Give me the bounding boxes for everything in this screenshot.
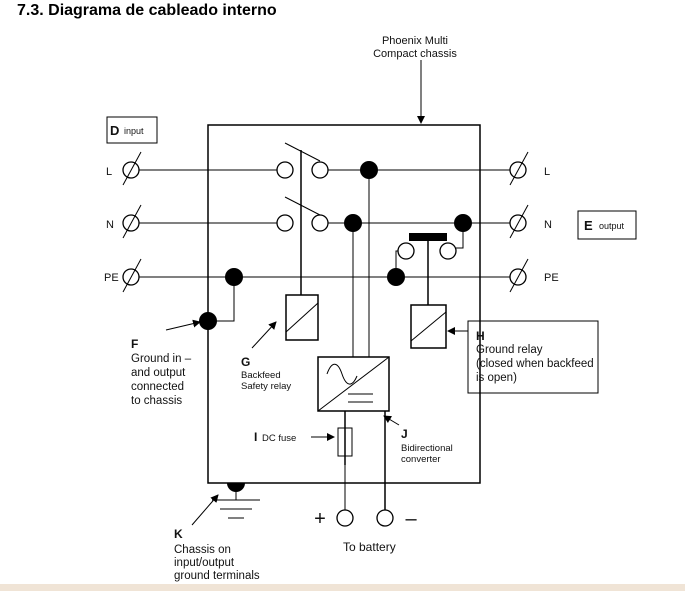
svg-text:Ground relay: Ground relay: [476, 344, 543, 356]
svg-text:G: G: [241, 355, 250, 369]
svg-text:ground terminals: ground terminals: [174, 570, 260, 582]
callout-f: F Ground in – and output connected to ch…: [131, 337, 192, 407]
svg-text:connected: connected: [131, 381, 184, 393]
svg-text:is open): is open): [476, 372, 517, 384]
input-box: D input: [106, 116, 158, 144]
chassis-label-1: Phoenix Multi: [382, 35, 448, 47]
svg-text:Backfeed: Backfeed: [241, 370, 281, 381]
label-pe-out: PE: [544, 272, 559, 284]
arrow-f: [165, 319, 201, 331]
svg-text:to chassis: to chassis: [131, 395, 182, 407]
label-n-out: N: [544, 219, 552, 231]
callout-j: J Bidirectional converter: [401, 427, 453, 465]
wires: [139, 142, 510, 510]
backfeed-relay-coil: [285, 294, 319, 341]
label-pe-in: PE: [104, 272, 119, 284]
svg-text:DC fuse: DC fuse: [262, 433, 296, 444]
svg-text:Chassis on: Chassis on: [174, 544, 231, 556]
bidirectional-converter: [317, 356, 390, 412]
output-letter: E: [584, 218, 593, 233]
input-terminals: [122, 151, 142, 293]
callout-g: G Backfeed Safety relay: [241, 355, 291, 392]
arrow-k: [191, 494, 219, 526]
output-terminals: [509, 151, 529, 293]
bottom-band: [0, 584, 685, 591]
output-box: E output: [577, 210, 637, 240]
label-l-in: L: [106, 166, 112, 178]
junction-dots: [199, 161, 472, 330]
svg-text:K: K: [174, 527, 183, 541]
callout-i: I DC fuse: [254, 430, 296, 444]
ground-relay-coil: [410, 304, 447, 349]
svg-text:I: I: [254, 430, 257, 444]
input-label: input: [124, 126, 144, 136]
ground-relay-contacts: [397, 233, 457, 260]
svg-text:Safety relay: Safety relay: [241, 381, 291, 392]
chassis-box: [207, 124, 481, 484]
section-title: 7.3. Diagrama de cableado interno: [17, 2, 277, 19]
ground-icon: [212, 483, 260, 519]
svg-text:Bidirectional: Bidirectional: [401, 443, 453, 454]
callout-k: K Chassis on input/output ground termina…: [174, 527, 260, 582]
svg-text:F: F: [131, 337, 138, 351]
label-n-in: N: [106, 219, 114, 231]
battery-plus-terminal: [336, 509, 354, 527]
callout-h: H Ground relay (closed when backfeed is …: [467, 320, 599, 394]
svg-text:Ground in –: Ground in –: [131, 353, 192, 365]
svg-text:input/output: input/output: [174, 557, 235, 569]
arrow-j: [383, 415, 400, 426]
output-label: output: [599, 221, 625, 231]
arrow-g: [251, 321, 277, 349]
battery-label: To battery: [343, 540, 396, 554]
minus-sign: –: [405, 508, 417, 530]
label-l-out: L: [544, 166, 550, 178]
svg-text:J: J: [401, 427, 408, 441]
svg-text:and output: and output: [131, 367, 186, 379]
backfeed-contacts: [276, 161, 329, 232]
plus-sign: +: [314, 508, 326, 530]
battery-minus-terminal: [376, 509, 394, 527]
dc-fuse: [337, 427, 353, 457]
svg-text:H: H: [476, 329, 485, 343]
chassis-label-2: Compact chassis: [373, 48, 457, 60]
input-letter: D: [110, 123, 119, 138]
svg-text:(closed when backfeed: (closed when backfeed: [476, 358, 594, 370]
svg-text:converter: converter: [401, 454, 441, 465]
